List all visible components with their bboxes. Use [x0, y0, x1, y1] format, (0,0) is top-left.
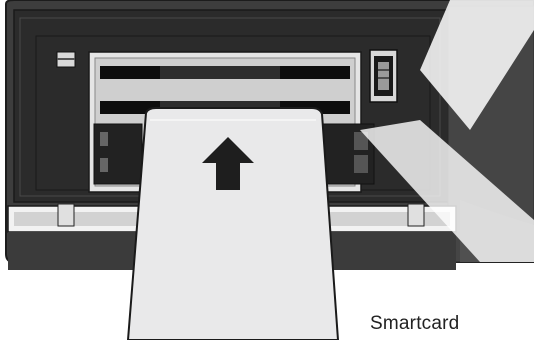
arrow-up-icon — [202, 137, 254, 190]
led-indicator-icon — [56, 51, 76, 68]
usb-port-icon — [369, 49, 398, 103]
smartcard-caption: Smartcard — [370, 313, 460, 334]
smartcard — [126, 107, 340, 340]
